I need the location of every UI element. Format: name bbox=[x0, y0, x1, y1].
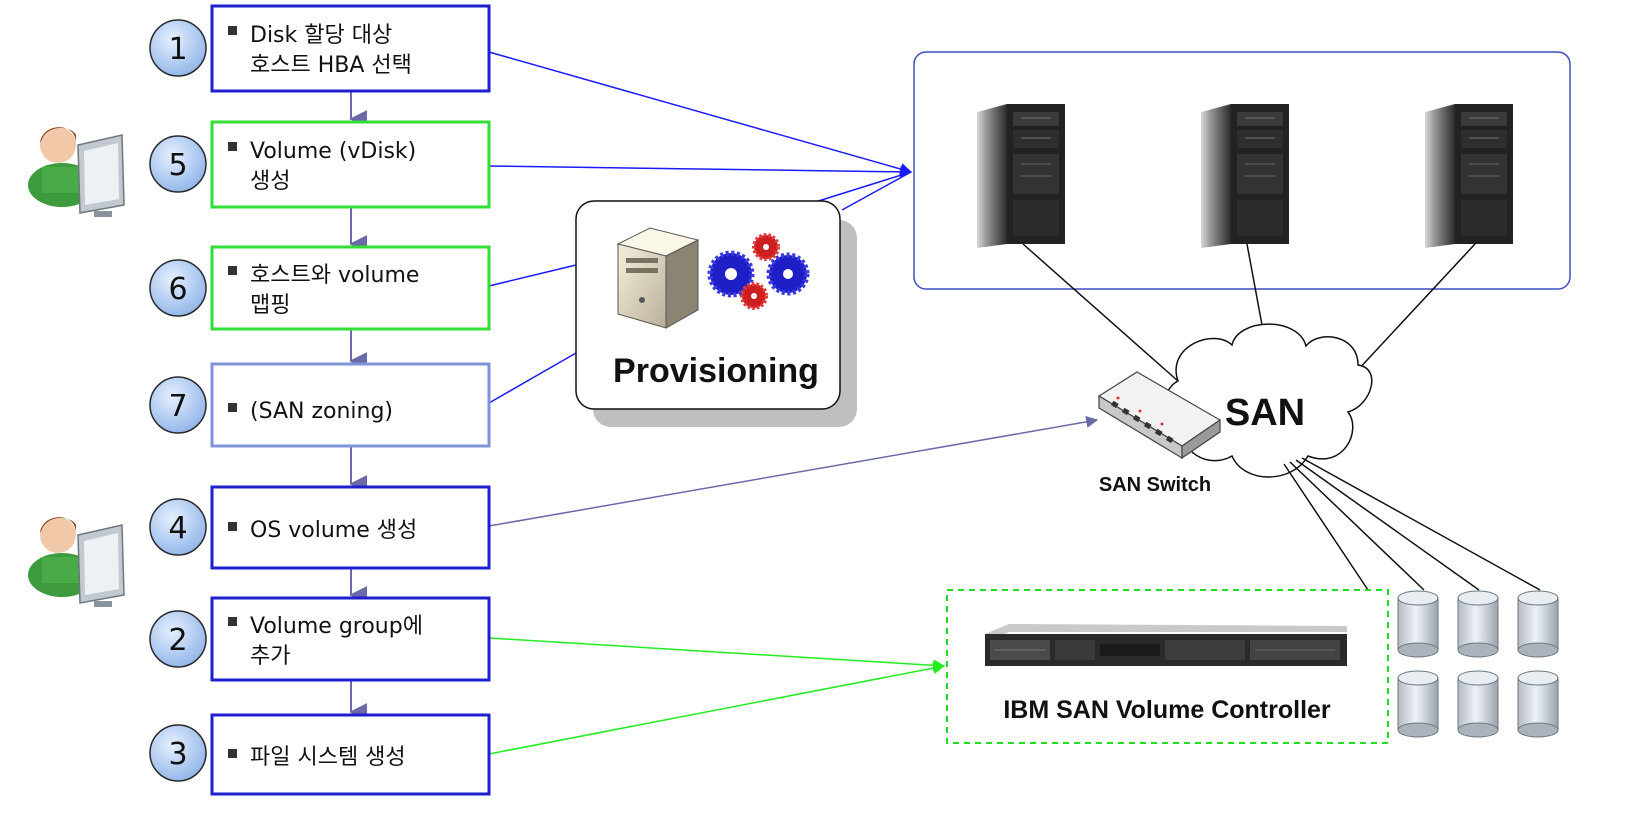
step-box-4: OS volume 생성 bbox=[210, 485, 491, 570]
disk-cylinder bbox=[1517, 590, 1559, 658]
step-number-5: 5 bbox=[149, 135, 207, 193]
step-number-5-text: 5 bbox=[168, 148, 187, 183]
server-rack-3 bbox=[1425, 104, 1513, 248]
san-disk-links bbox=[1283, 457, 1541, 591]
san-switch-icon bbox=[1097, 371, 1222, 460]
san-switch-label: SAN Switch bbox=[1099, 474, 1211, 496]
step-number-3: 3 bbox=[149, 724, 207, 782]
disk-cylinder bbox=[1457, 670, 1499, 738]
step-2-line-1: Volume group에 bbox=[250, 614, 423, 639]
connector-lines bbox=[488, 51, 1099, 755]
user-at-computer-icon bbox=[28, 517, 125, 607]
step-box-6: 호스트와 volume 맵핑 bbox=[210, 245, 491, 331]
step-1-line-1: Disk 할당 대상 bbox=[250, 23, 392, 48]
server-group-box bbox=[913, 51, 1571, 290]
step-number-7-text: 7 bbox=[168, 389, 187, 424]
step-number-1-text: 1 bbox=[168, 32, 187, 67]
disk-cylinder bbox=[1397, 590, 1439, 658]
step-box-7: (SAN zoning) bbox=[210, 362, 491, 448]
step-number-circles: 1 5 6 7 4 2 3 bbox=[149, 19, 207, 782]
step-box-1: Disk 할당 대상 호스트 HBA 선택 bbox=[210, 4, 491, 93]
step-number-3-text: 3 bbox=[168, 737, 187, 772]
step-2-line-2: 추가 bbox=[250, 644, 290, 669]
step-box-5: Volume (vDisk) 생성 bbox=[210, 120, 491, 209]
step-4-line-1: OS volume 생성 bbox=[250, 518, 417, 543]
step-5-line-1: Volume (vDisk) bbox=[250, 139, 416, 164]
disk-cylinder bbox=[1457, 590, 1499, 658]
step-box-2: Volume group에 추가 bbox=[210, 596, 491, 682]
server-rack-1 bbox=[977, 104, 1065, 248]
san-cloud bbox=[1164, 323, 1373, 478]
server-rack-2 bbox=[1201, 104, 1289, 248]
step-number-6: 6 bbox=[149, 259, 207, 317]
step-1-line-2: 호스트 HBA 선택 bbox=[250, 53, 412, 78]
step-number-4: 4 bbox=[149, 498, 207, 556]
step-6-line-2: 맵핑 bbox=[250, 293, 290, 318]
user-at-computer-icon bbox=[28, 127, 125, 217]
san-label: SAN bbox=[1225, 392, 1305, 434]
step-3-line-1: 파일 시스템 생성 bbox=[250, 745, 406, 770]
controller-box bbox=[946, 589, 1389, 744]
controller-device-icon bbox=[985, 624, 1347, 666]
step-number-6-text: 6 bbox=[168, 272, 187, 307]
step-number-2-text: 2 bbox=[168, 623, 187, 658]
disk-cylinder bbox=[1397, 670, 1439, 738]
gears-icon bbox=[707, 233, 810, 310]
step-number-7: 7 bbox=[149, 376, 207, 434]
step-5-line-2: 생성 bbox=[250, 169, 290, 194]
disk-array bbox=[1397, 590, 1559, 738]
controller-label: IBM SAN Volume Controller bbox=[1003, 696, 1331, 724]
step-box-3: 파일 시스템 생성 bbox=[210, 713, 491, 796]
step-6-line-1: 호스트와 volume bbox=[250, 263, 419, 288]
step-number-2: 2 bbox=[149, 610, 207, 668]
step-number-4-text: 4 bbox=[168, 511, 187, 546]
server-icon bbox=[616, 227, 700, 329]
provisioning-label: Provisioning bbox=[613, 352, 819, 390]
disk-cylinder bbox=[1517, 670, 1559, 738]
step-number-1: 1 bbox=[149, 19, 207, 77]
step-7-line-1: (SAN zoning) bbox=[250, 399, 393, 424]
